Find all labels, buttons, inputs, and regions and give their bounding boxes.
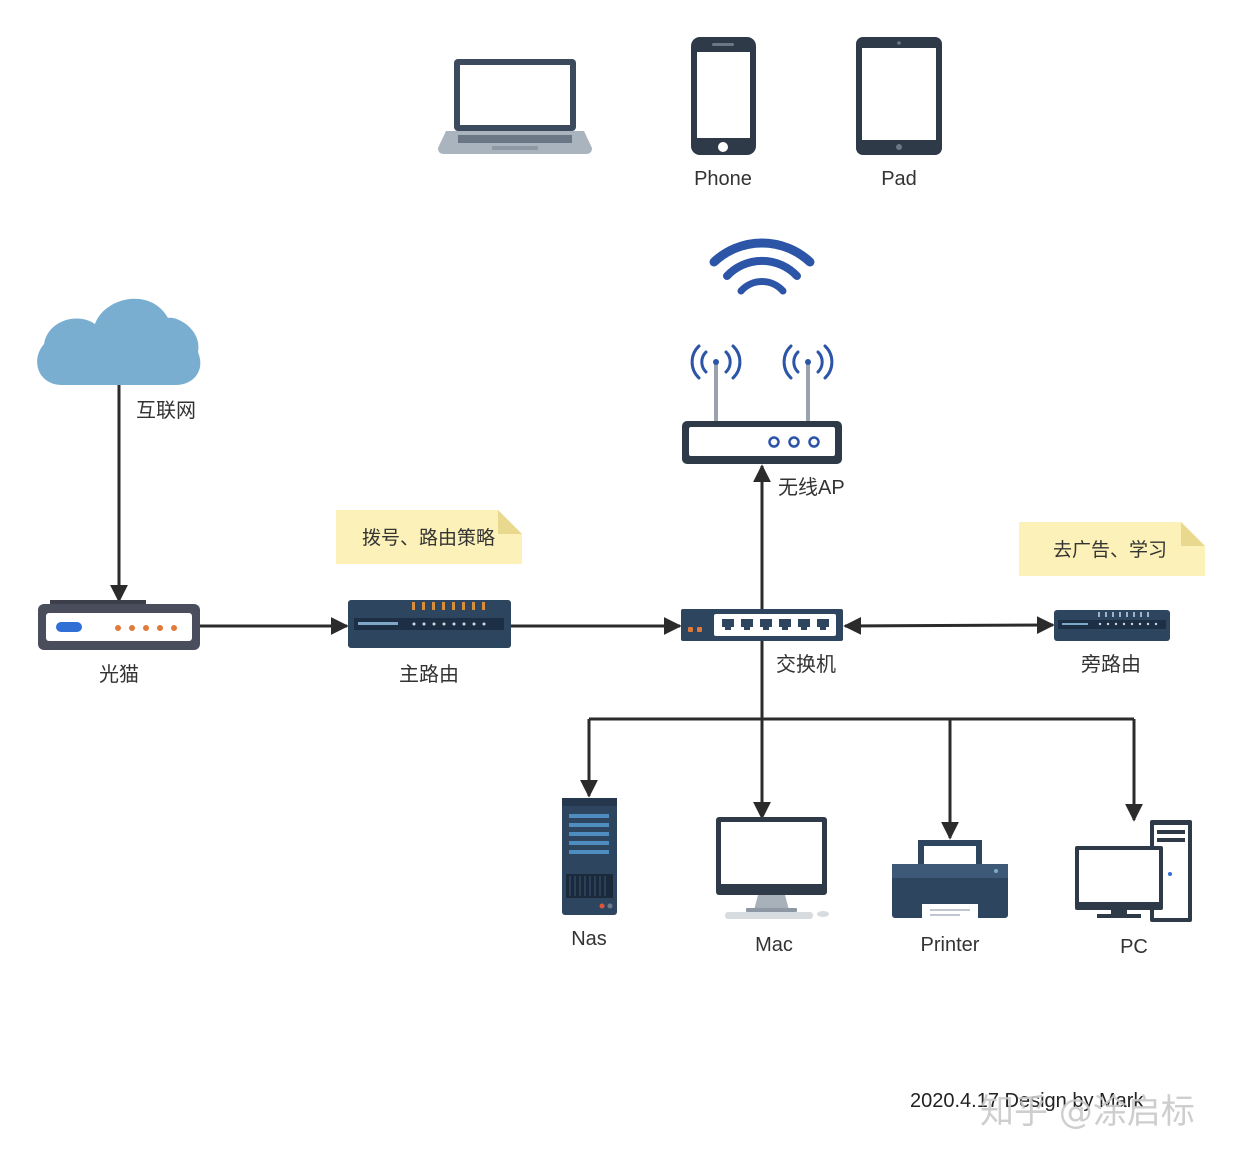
phone-icon <box>691 37 756 155</box>
cloud-icon <box>37 298 201 385</box>
connections <box>110 385 1143 840</box>
modem-icon <box>38 600 200 650</box>
pad-label: Pad <box>881 168 917 190</box>
pc-label: PC <box>1120 936 1148 958</box>
internet-label: 互联网 <box>136 399 196 422</box>
printer-label: Printer <box>921 934 980 956</box>
edge-switch-side-router <box>843 616 1055 635</box>
note-side-router-text: 去广告、学习 <box>1053 539 1167 561</box>
printer-icon <box>892 840 1008 920</box>
mac-label: Mac <box>755 934 793 956</box>
note-main-router-text: 拨号、路由策略 <box>362 527 495 549</box>
note-side-router <box>1019 522 1205 576</box>
wireless-ap-icon <box>682 344 842 464</box>
wireless-ap-label: 无线AP <box>778 476 845 499</box>
switch-label: 交换机 <box>776 653 836 676</box>
pc-desktop-icon <box>1075 820 1192 922</box>
nas-label: Nas <box>571 928 607 950</box>
note-main-router <box>336 510 522 564</box>
mac-monitor-icon <box>716 817 829 919</box>
wifi-signal-icon <box>709 238 815 295</box>
phone-label: Phone <box>694 168 752 190</box>
side-router-icon <box>1054 610 1170 641</box>
modem-label: 光猫 <box>99 663 139 686</box>
watermark-text: 知乎 @涂启标 <box>980 1092 1195 1132</box>
side-router-label: 旁路由 <box>1081 653 1141 676</box>
nas-server-icon <box>562 798 617 915</box>
tablet-icon <box>856 37 942 155</box>
design-credit: 2020.4.17 Design by Mark <box>910 1090 1144 1112</box>
main-router-icon <box>348 600 511 648</box>
main-router-label: 主路由 <box>399 663 459 686</box>
laptop-icon <box>438 59 592 154</box>
switch-icon <box>681 609 843 641</box>
